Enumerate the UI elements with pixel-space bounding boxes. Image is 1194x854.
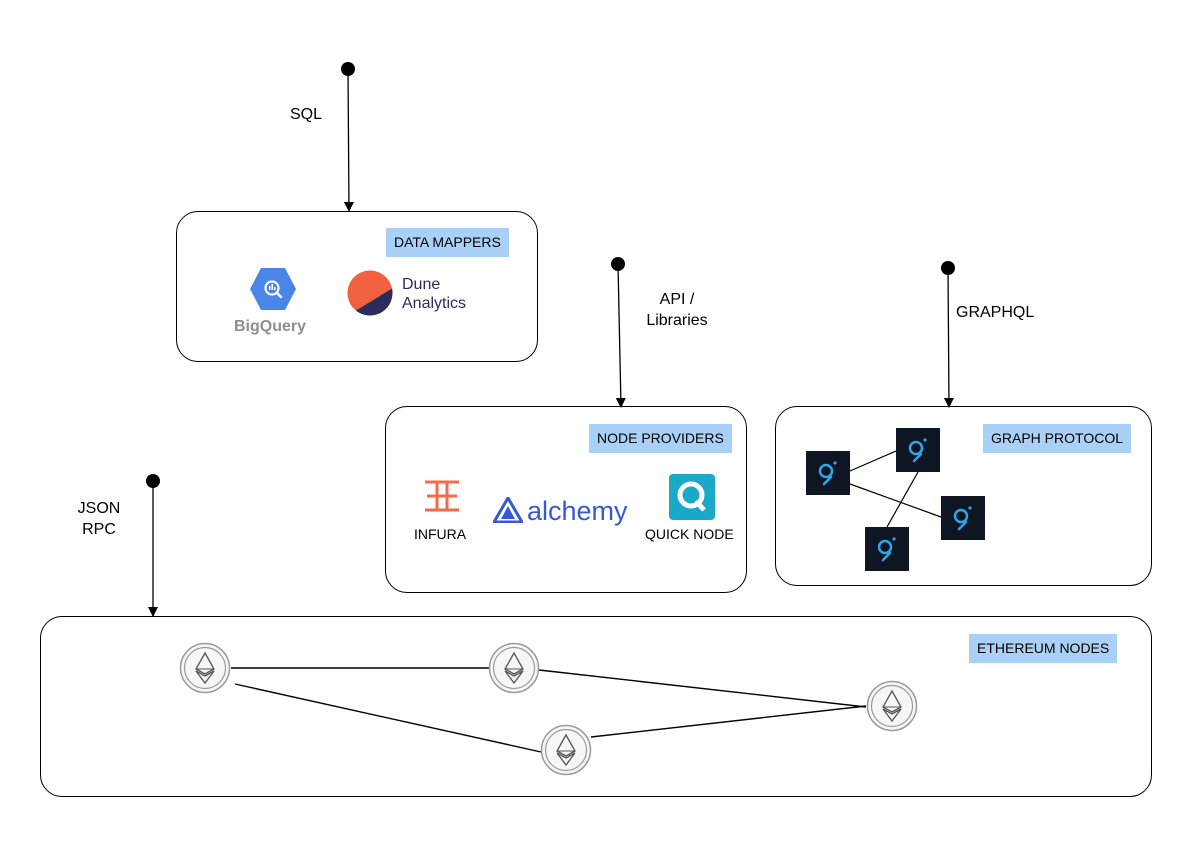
- quicknode-label: QUICK NODE: [645, 526, 734, 542]
- dune-label-line2: Analytics: [402, 295, 467, 312]
- graph-link: [886, 471, 919, 528]
- ethereum-node-icon: [179, 642, 231, 694]
- graphql-label: GRAPHQL: [956, 304, 1035, 321]
- data-mappers-tag: DATA MAPPERS: [386, 228, 509, 257]
- api-arrow: [615, 263, 626, 408]
- graph-node-icon: [865, 527, 909, 571]
- dune-label-line1: Dune: [402, 276, 441, 293]
- sql-label: SQL: [290, 106, 323, 123]
- bigquery-label: BigQuery: [234, 318, 307, 335]
- api-libraries-label: API / Libraries: [646, 291, 708, 329]
- ethereum-nodes-tag: ETHEREUM NODES: [969, 634, 1118, 663]
- alchemy-label: alchemy: [527, 496, 628, 526]
- graph-node-icon: [896, 428, 940, 472]
- dune-icon: [347, 270, 393, 316]
- graph-node-icon: [941, 496, 985, 540]
- graph-protocol-box: [775, 406, 1152, 586]
- graph-node-icon: [806, 451, 850, 495]
- ethereum-link: [234, 683, 542, 753]
- ethereum-node-icon: [540, 724, 592, 776]
- ethereum-link: [538, 669, 867, 708]
- ethereum-link: [590, 705, 867, 738]
- ethereum-node-icon: [488, 642, 540, 694]
- data-mappers-box: [176, 211, 538, 362]
- graph-protocol-tag: GRAPH PROTOCOL: [983, 424, 1131, 453]
- bigquery-icon: [250, 268, 296, 310]
- node-providers-box: [385, 406, 747, 593]
- infura-label: INFURA: [414, 526, 467, 542]
- graph-link: [849, 483, 942, 518]
- alchemy-icon: [493, 497, 523, 523]
- ethereum-node-icon: [866, 680, 918, 732]
- quicknode-icon: [669, 474, 715, 520]
- graph-link: [849, 450, 897, 472]
- graphql-arrow: [943, 267, 954, 408]
- json-rpc-label: JSON RPC: [77, 500, 121, 538]
- node-providers-tag: NODE PROVIDERS: [589, 424, 732, 453]
- ethereum-nodes-box: [40, 616, 1152, 797]
- sql-arrow: [343, 68, 354, 212]
- infura-icon: [425, 480, 459, 512]
